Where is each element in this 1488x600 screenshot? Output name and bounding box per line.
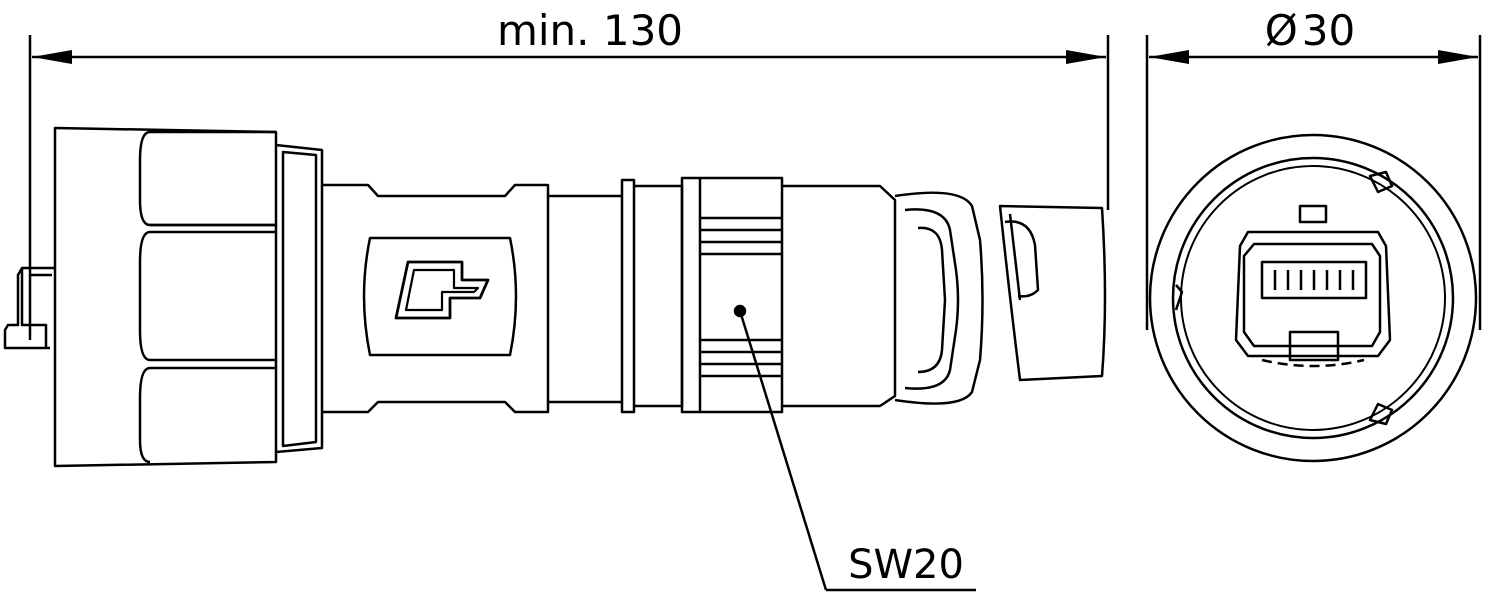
neck (548, 178, 684, 414)
strain-relief (782, 184, 984, 408)
wrench-size-label: SW20 (848, 542, 964, 588)
latch-tab (3, 266, 55, 350)
rj45-socket (1234, 204, 1392, 368)
front-outer-ring (1148, 133, 1478, 463)
diameter-symbol: Ø (1265, 6, 1298, 55)
connector-side-view (3, 126, 1107, 468)
brand-logo-icon (394, 260, 490, 320)
length-dimension (28, 35, 1110, 340)
diameter-label: Ø30 (1265, 6, 1356, 55)
length-label: min. 130 (497, 6, 683, 55)
callout-leader (738, 310, 976, 592)
bayonet-cap (53, 126, 278, 468)
main-body (322, 183, 550, 414)
flange-ring (275, 143, 324, 454)
diameter-value: 30 (1302, 6, 1355, 55)
logo-plate (362, 236, 518, 357)
front-inner-ring (1171, 156, 1455, 440)
diameter-dimension (1145, 35, 1482, 330)
connector-front-view (1148, 133, 1478, 463)
hex-nut (680, 176, 784, 414)
cable-gland (998, 204, 1107, 382)
